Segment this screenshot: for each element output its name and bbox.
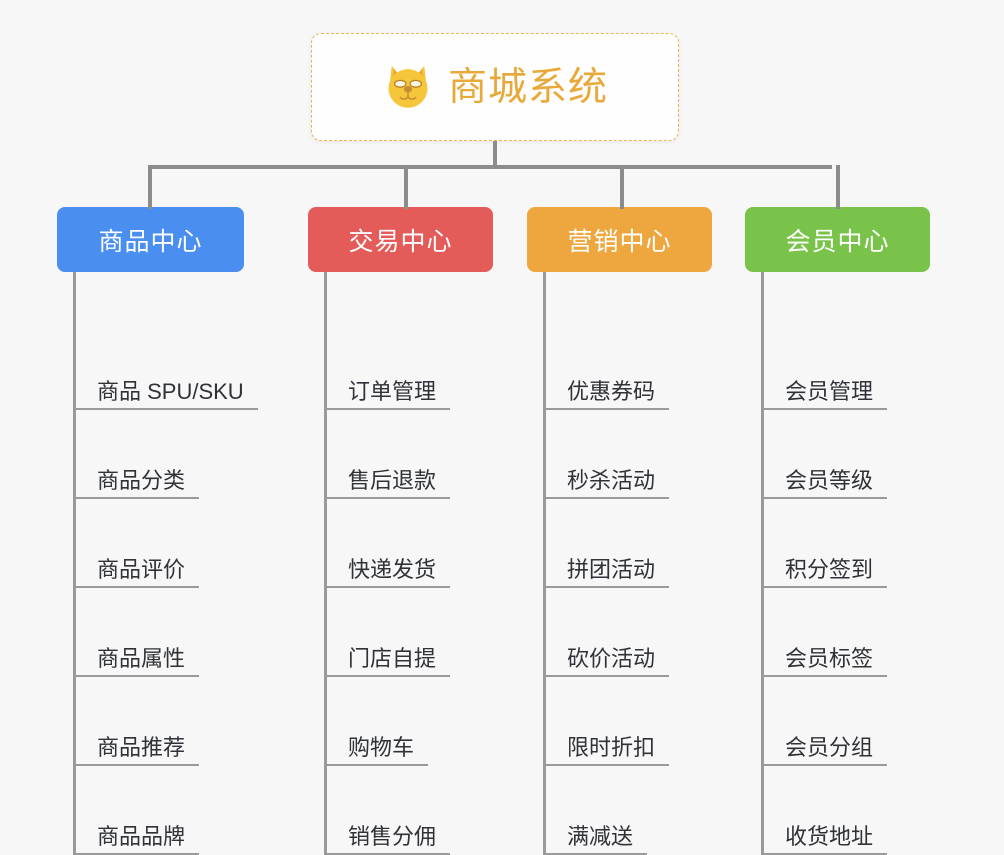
leaf-spine-4 [761, 272, 764, 855]
root-title: 商城系统 [447, 65, 608, 109]
leaf-item-label: 门店自提 [348, 645, 437, 671]
leaf-item[interactable]: 商品评价 [73, 542, 200, 588]
leaf-item[interactable]: 商品分类 [73, 453, 200, 499]
leaf-item[interactable]: 商品 SPU/SKU [73, 364, 258, 410]
leaf-item-label: 限时折扣 [567, 734, 656, 760]
root-node-商城系统[interactable]: 商城系统 [311, 33, 679, 141]
leaf-item-label: 售后退款 [348, 467, 437, 493]
leaf-item[interactable]: 会员标签 [761, 631, 888, 677]
leaf-list-3: 优惠券码秒杀活动拼团活动砍价活动限时折扣满减送 [527, 272, 712, 855]
leaf-item-label: 购物车 [348, 734, 415, 760]
category-header-label: 会员中心 [785, 227, 890, 256]
leaf-item[interactable]: 拼团活动 [543, 542, 670, 588]
connector-drop-2 [404, 165, 408, 209]
leaf-item-label: 会员分组 [785, 734, 874, 760]
leaf-item-label: 积分签到 [785, 556, 874, 582]
category-header-4[interactable]: 会员中心 [745, 207, 930, 272]
leaf-item[interactable]: 限时折扣 [543, 720, 670, 766]
shiba-dog-face-icon [388, 65, 428, 109]
category-header-label: 交易中心 [348, 227, 453, 256]
category-column-4: 会员中心会员管理会员等级积分签到会员标签会员分组收货地址 [745, 207, 930, 855]
leaf-spine-2 [324, 272, 327, 855]
leaf-item-label: 会员标签 [785, 645, 874, 671]
leaf-item[interactable]: 商品推荐 [73, 720, 200, 766]
connector-drop-4 [836, 165, 840, 209]
leaf-spine-3 [543, 272, 546, 855]
connector-drop-1 [148, 165, 152, 209]
leaf-item[interactable]: 优惠券码 [543, 364, 670, 410]
leaf-item-label: 快递发货 [348, 556, 437, 582]
leaf-item[interactable]: 购物车 [324, 720, 429, 766]
leaf-item-label: 会员管理 [785, 378, 874, 404]
leaf-item[interactable]: 售后退款 [324, 453, 451, 499]
leaf-item-label: 商品评价 [97, 556, 186, 582]
leaf-item-label: 商品分类 [97, 467, 186, 493]
leaf-item[interactable]: 快递发货 [324, 542, 451, 588]
leaf-item-label: 砍价活动 [567, 645, 656, 671]
leaf-spine-1 [73, 272, 76, 855]
leaf-item[interactable]: 订单管理 [324, 364, 451, 410]
category-header-3[interactable]: 营销中心 [527, 207, 712, 272]
leaf-item-label: 商品推荐 [97, 734, 186, 760]
leaf-list-4: 会员管理会员等级积分签到会员标签会员分组收货地址 [745, 272, 930, 855]
category-header-1[interactable]: 商品中心 [57, 207, 244, 272]
leaf-item[interactable]: 积分签到 [761, 542, 888, 588]
leaf-item[interactable]: 会员等级 [761, 453, 888, 499]
leaf-item-label: 优惠券码 [567, 378, 656, 404]
leaf-item-label: 销售分佣 [348, 823, 437, 849]
leaf-item-label: 会员等级 [785, 467, 874, 493]
leaf-item[interactable]: 会员管理 [761, 364, 888, 410]
leaf-item-label: 商品属性 [97, 645, 186, 671]
category-header-label: 商品中心 [98, 227, 203, 256]
leaf-item-label: 订单管理 [348, 378, 437, 404]
category-header-label: 营销中心 [567, 227, 672, 256]
leaf-item[interactable]: 秒杀活动 [543, 453, 670, 499]
leaf-item-label: 商品品牌 [97, 823, 186, 849]
leaf-item-label: 满减送 [567, 823, 634, 849]
leaf-item-label: 收货地址 [785, 823, 874, 849]
leaf-item[interactable]: 商品品牌 [73, 809, 200, 855]
connector-drop-3 [620, 165, 624, 209]
leaf-item-label: 拼团活动 [567, 556, 656, 582]
category-column-1: 商品中心商品 SPU/SKU 商品分类商品评价商品属性商品推荐商品品牌 [57, 207, 258, 855]
connector-horizontal-bus [148, 165, 832, 169]
leaf-item[interactable]: 满减送 [543, 809, 648, 855]
leaf-list-2: 订单管理售后退款快递发货门店自提购物车销售分佣 [308, 272, 493, 855]
leaf-item-label: 秒杀活动 [567, 467, 656, 493]
leaf-item[interactable]: 门店自提 [324, 631, 451, 677]
category-column-2: 交易中心订单管理售后退款快递发货门店自提购物车销售分佣 [308, 207, 493, 855]
connector-root-stem [493, 141, 497, 167]
leaf-item[interactable]: 砍价活动 [543, 631, 670, 677]
leaf-item[interactable]: 商品属性 [73, 631, 200, 677]
leaf-item[interactable]: 收货地址 [761, 809, 888, 855]
leaf-item[interactable]: 销售分佣 [324, 809, 451, 855]
leaf-item[interactable]: 会员分组 [761, 720, 888, 766]
category-column-3: 营销中心优惠券码秒杀活动拼团活动砍价活动限时折扣满减送 [527, 207, 712, 855]
leaf-item-label: 商品 SPU/SKU [97, 378, 244, 404]
leaf-list-1: 商品 SPU/SKU 商品分类商品评价商品属性商品推荐商品品牌 [57, 272, 258, 855]
category-header-2[interactable]: 交易中心 [308, 207, 493, 272]
